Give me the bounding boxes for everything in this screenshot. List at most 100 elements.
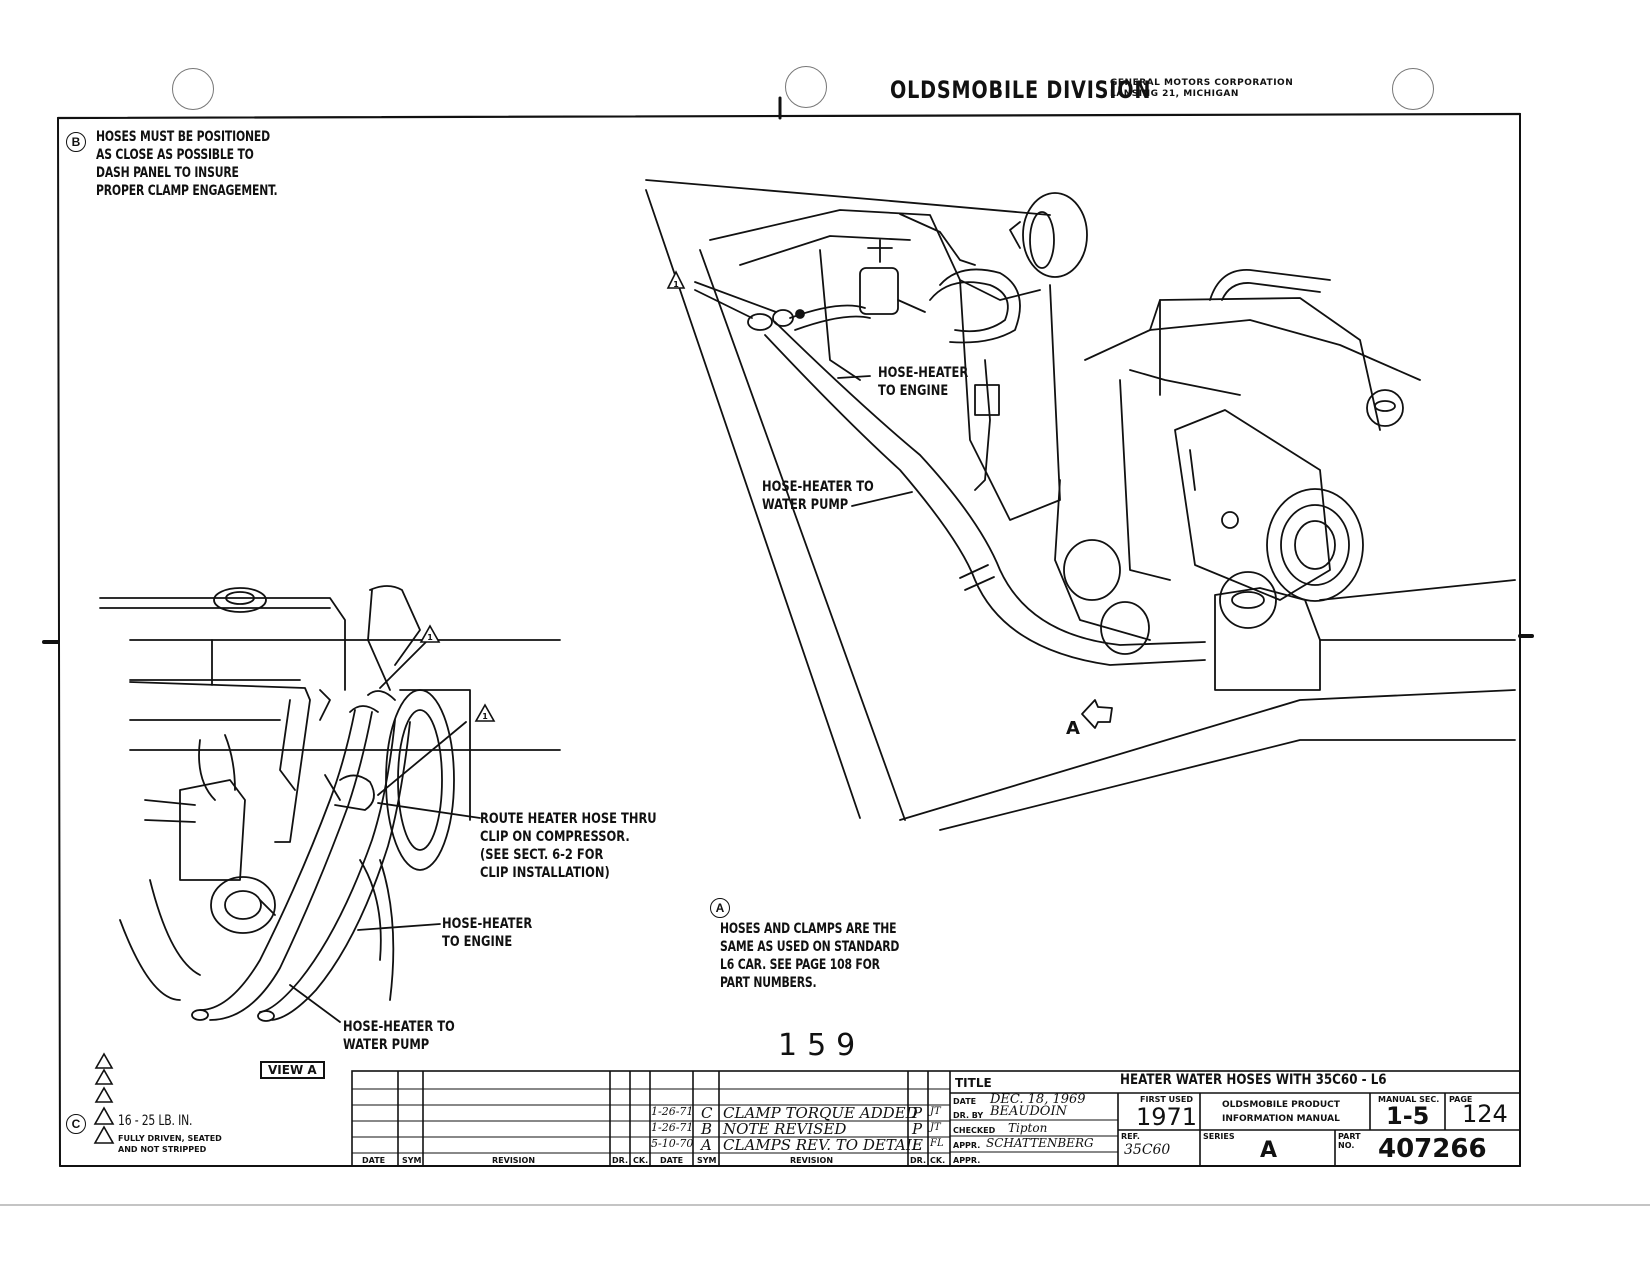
rev-row-date: 1-26-71 bbox=[651, 1105, 694, 1118]
rev-header-sym-right: SYM bbox=[697, 1156, 717, 1165]
ref-value: 35C60 bbox=[1124, 1142, 1171, 1158]
label-line: (SEE SECT. 6-2 FOR bbox=[480, 847, 604, 863]
part-no-value: 407266 bbox=[1378, 1134, 1487, 1164]
triangle-marker-view-a-upper bbox=[419, 624, 441, 643]
label-line: HOSE-HEATER TO bbox=[762, 479, 874, 495]
part-label: PART NO. bbox=[1338, 1132, 1361, 1150]
first-used-label: FIRST USED bbox=[1140, 1095, 1193, 1104]
appr2-label: APPR. bbox=[953, 1156, 981, 1165]
manual-sec-label: MANUAL SEC. bbox=[1378, 1095, 1440, 1104]
appr-value: SCHATTENBERG bbox=[986, 1136, 1094, 1150]
rev-row-sym: B bbox=[701, 1120, 713, 1138]
rev-row-dr: P bbox=[912, 1120, 923, 1138]
date-label: DATE bbox=[953, 1097, 977, 1106]
note-a-line: L6 CAR. SEE PAGE 108 FOR bbox=[720, 957, 880, 973]
note-a-line: HOSES AND CLAMPS ARE THE bbox=[720, 921, 897, 937]
rev-row-date: 5-10-70 bbox=[651, 1137, 694, 1150]
label-line: CLIP INSTALLATION) bbox=[480, 865, 610, 881]
note-c-line-1: FULLY DRIVEN, SEATED bbox=[118, 1134, 222, 1143]
label-line: CLIP ON COMPRESSOR. bbox=[480, 829, 630, 845]
label-line: TO ENGINE bbox=[442, 934, 513, 950]
rev-row-revision: CLAMP TORQUE ADDED bbox=[723, 1104, 918, 1122]
punch-hole-center bbox=[785, 66, 827, 108]
rev-header-sym-left: SYM bbox=[402, 1156, 422, 1165]
rev-row-sym: A bbox=[701, 1136, 712, 1154]
note-b-line: DASH PANEL TO INSURE bbox=[96, 165, 239, 181]
note-b-line: HOSES MUST BE POSITIONED bbox=[96, 129, 270, 145]
checked-label: CHECKED bbox=[953, 1126, 996, 1135]
note-b-marker: B bbox=[66, 132, 86, 152]
first-used-value: 1971 bbox=[1136, 1103, 1198, 1131]
svg-text:1: 1 bbox=[482, 712, 488, 721]
note-a-text: HOSES AND CLAMPS ARE THE SAME AS USED ON… bbox=[720, 920, 899, 992]
label-line: HOSE-HEATER bbox=[878, 365, 969, 381]
label-line: WATER PUMP bbox=[343, 1037, 430, 1053]
rev-header-dr-left: DR. bbox=[612, 1156, 628, 1165]
rev-header-ck-left: CK. bbox=[633, 1156, 649, 1165]
manual-name-2: INFORMATION MANUAL bbox=[1222, 1114, 1340, 1124]
date-value: DEC. 18, 1969 bbox=[990, 1092, 1086, 1107]
series-label: SERIES bbox=[1203, 1132, 1235, 1141]
label-line: ROUTE HEATER HOSE THRU bbox=[480, 811, 657, 827]
main-label-hose-to-pump: HOSE-HEATER TO WATER PUMP bbox=[762, 478, 874, 514]
rev-header-date-right: DATE bbox=[660, 1156, 684, 1165]
rev-row-ck: FL bbox=[930, 1138, 944, 1149]
appr-label: APPR. bbox=[953, 1141, 981, 1150]
corp-line-1: GENERAL MOTORS CORPORATION bbox=[1110, 78, 1294, 88]
rev-row-date: 1-26-71 bbox=[651, 1121, 694, 1134]
note-a-line: PART NUMBERS. bbox=[720, 975, 817, 991]
corp-line-2: LANSING 21, MICHIGAN bbox=[1110, 89, 1239, 99]
note-a-line: SAME AS USED ON STANDARD bbox=[720, 939, 900, 955]
label-line: HOSE-HEATER bbox=[442, 916, 533, 932]
note-b-line: AS CLOSE AS POSSIBLE TO bbox=[96, 147, 254, 163]
note-c-marker: C bbox=[66, 1114, 86, 1134]
view-a-label-hose-to-pump: HOSE-HEATER TO WATER PUMP bbox=[343, 1018, 455, 1054]
page-label: PAGE bbox=[1449, 1095, 1473, 1104]
title-label: TITLE bbox=[955, 1076, 992, 1090]
view-a-tag: VIEW A bbox=[260, 1061, 325, 1079]
main-label-hose-to-engine: HOSE-HEATER TO ENGINE bbox=[878, 364, 968, 400]
label-line: WATER PUMP bbox=[762, 497, 849, 513]
rev-header-revision-right: REVISION bbox=[790, 1156, 834, 1165]
svg-text:1: 1 bbox=[427, 633, 433, 642]
punch-hole-right bbox=[1392, 68, 1434, 110]
corporation-address: GENERAL MOTORS CORPORATION LANSING 21, M… bbox=[1110, 78, 1293, 100]
punch-hole-left bbox=[172, 68, 214, 110]
note-b-text: HOSES MUST BE POSITIONED AS CLOSE AS POS… bbox=[96, 128, 278, 200]
dr-by-label: DR. BY bbox=[953, 1111, 984, 1120]
rev-row-dr: E bbox=[912, 1136, 923, 1154]
division-title: OLDSMOBILE DIVISION bbox=[890, 76, 1152, 104]
rev-row-revision: CLAMPS REV. TO DETAIL bbox=[723, 1136, 922, 1154]
checked-value: Tipton bbox=[1008, 1121, 1048, 1135]
page-number: 159 bbox=[778, 1028, 866, 1063]
note-c-torque: 16 - 25 LB. IN. bbox=[118, 1113, 193, 1129]
note-b-line: PROPER CLAMP ENGAGEMENT. bbox=[96, 183, 278, 199]
view-a-arrow-letter: A bbox=[1066, 718, 1080, 739]
ref-label: REF. bbox=[1121, 1132, 1140, 1141]
rev-row-dr: P bbox=[912, 1104, 923, 1122]
rev-row-ck: JT bbox=[930, 1122, 941, 1133]
manual-name-1: OLDSMOBILE PRODUCT bbox=[1222, 1100, 1340, 1110]
note-c-line-2: AND NOT STRIPPED bbox=[118, 1145, 207, 1154]
series-value: A bbox=[1260, 1138, 1278, 1163]
manual-sec-value: 1-5 bbox=[1386, 1102, 1430, 1130]
page-value: 124 bbox=[1462, 1100, 1508, 1128]
label-line: HOSE-HEATER TO bbox=[343, 1019, 455, 1035]
rev-row-revision: NOTE REVISED bbox=[723, 1120, 847, 1138]
rev-header-ck-right: CK. bbox=[930, 1156, 946, 1165]
view-a-label-hose-to-engine: HOSE-HEATER TO ENGINE bbox=[442, 915, 532, 951]
drawing-title: HEATER WATER HOSES WITH 35C60 - L6 bbox=[1120, 1072, 1387, 1088]
triangle-marker-view-a-lower bbox=[474, 703, 496, 722]
triangle-marker-main bbox=[666, 270, 686, 289]
label-line: TO ENGINE bbox=[878, 383, 949, 399]
rev-header-revision-left: REVISION bbox=[492, 1156, 536, 1165]
rev-header-dr-right: DR. bbox=[910, 1156, 926, 1165]
dr-by-value: BEAUDOIN bbox=[990, 1104, 1067, 1119]
rev-header-date-left: DATE bbox=[362, 1156, 386, 1165]
view-a-route-label: ROUTE HEATER HOSE THRU CLIP ON COMPRESSO… bbox=[480, 810, 657, 882]
rev-row-sym: C bbox=[701, 1104, 713, 1122]
svg-text:1: 1 bbox=[673, 280, 679, 289]
rev-row-ck: JT bbox=[930, 1106, 941, 1117]
note-a-marker: A bbox=[710, 898, 730, 918]
